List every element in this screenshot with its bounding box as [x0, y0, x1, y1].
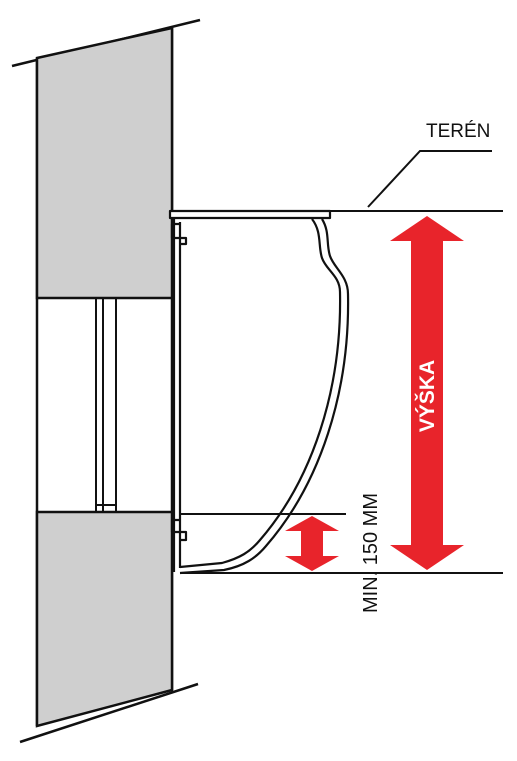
wall-bottom-slope-line: [19, 682, 199, 744]
well-inner-curve: [179, 218, 350, 575]
well-bottom-clip: [170, 518, 188, 542]
min-distance-arrow: [285, 516, 339, 571]
reference-lines: [180, 150, 503, 574]
wall-upper-block: [35, 26, 174, 300]
well-outer-curve: [179, 218, 342, 569]
well-top-rim: [168, 209, 332, 220]
height-arrow: [390, 216, 464, 570]
teren-label: TERÉN: [426, 121, 490, 142]
window-well-profile: [168, 209, 350, 575]
wall-lower-block: [35, 510, 174, 728]
well-top-clip: [170, 222, 188, 246]
vyska-label: VÝŠKA: [415, 360, 439, 432]
well-wall-flange: [172, 218, 182, 572]
terrain-leader-line: [367, 150, 492, 208]
min-distance-label: MIN. 150 MM: [360, 493, 382, 613]
window-frame: [37, 297, 172, 513]
